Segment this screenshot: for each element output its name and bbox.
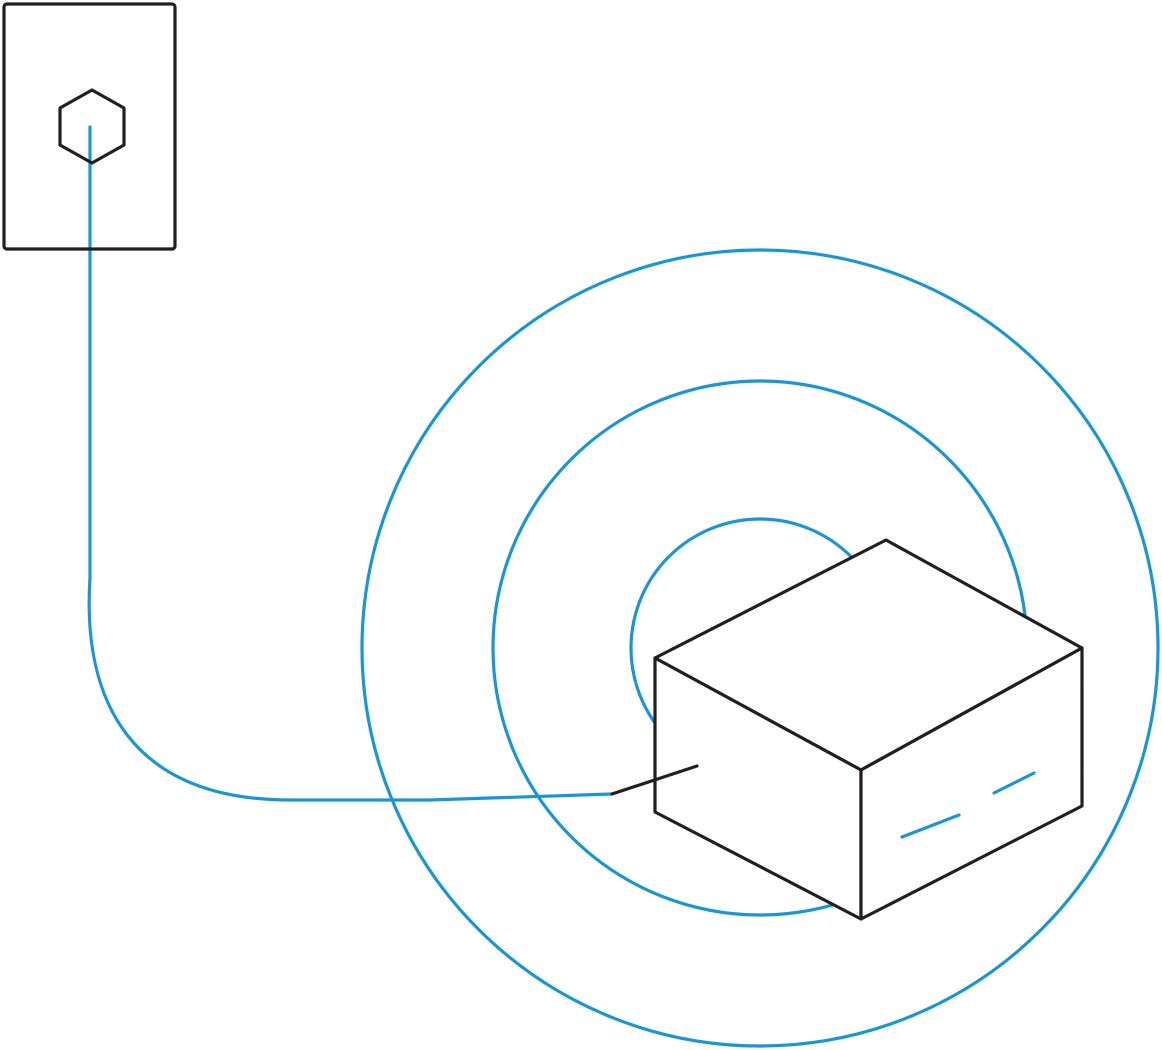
box-right-face: [859, 646, 1084, 921]
cable-connector: [610, 764, 699, 796]
status-light-right: [992, 771, 1036, 795]
device-box: [610, 538, 1084, 921]
outlet-plate: [2, 2, 177, 251]
hexagon-icon: [58, 88, 126, 165]
wall-outlet: [2, 2, 177, 251]
signal-ring-outer: [360, 248, 1160, 1048]
cable: [87, 125, 614, 802]
status-light-left: [900, 813, 961, 839]
